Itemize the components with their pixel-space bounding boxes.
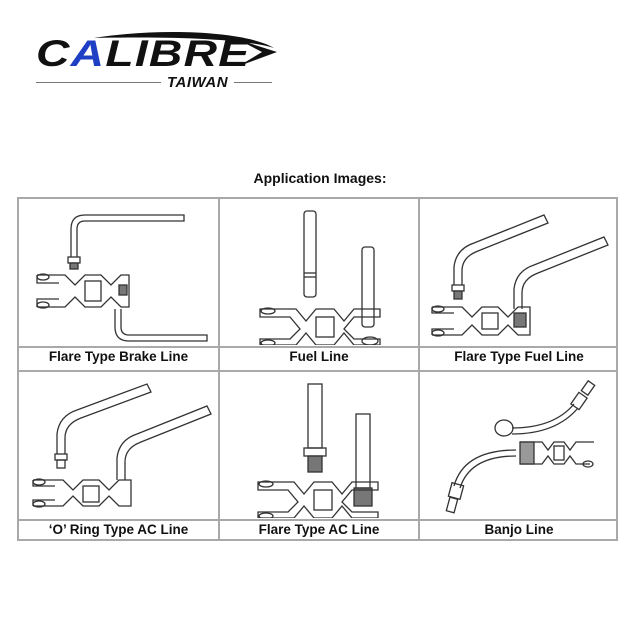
logo-rule-left	[36, 82, 161, 83]
logo-letter-a: A	[70, 33, 106, 74]
application-label: Flare Type Fuel Line	[454, 349, 584, 364]
logo-letters-libre: LIBRE	[105, 33, 251, 74]
grid-divider	[19, 519, 616, 521]
application-label: Banjo Line	[484, 522, 554, 537]
application-label: Flare Type Brake Line	[48, 349, 189, 364]
grid-divider	[218, 199, 220, 539]
o-ring-ac-line-illustration-icon	[32, 383, 212, 508]
flare-ac-line-illustration-icon	[257, 383, 379, 518]
application-card: ‘O’ Ring Type AC Line	[19, 372, 218, 541]
application-label: ‘O’ Ring Type AC Line	[48, 522, 189, 537]
application-card: Flare Type AC Line	[220, 372, 418, 541]
logo-letter-c: C	[36, 33, 71, 74]
flare-brake-line-illustration-icon	[36, 214, 208, 342]
fuel-line-illustration-icon	[259, 210, 381, 345]
logo-swoosh-icon	[94, 32, 277, 66]
calibre-logo: CALIBRE TAIWAN	[34, 30, 279, 91]
application-card: Flare Type Brake Line	[19, 199, 218, 370]
logo-subtitle-text: TAIWAN	[167, 74, 229, 91]
application-label: Fuel Line	[289, 349, 349, 364]
grid-divider	[19, 370, 616, 372]
flare-fuel-line-illustration-icon	[431, 214, 609, 337]
grid-divider	[418, 199, 420, 539]
logo-rule-right	[234, 82, 272, 83]
application-card: Banjo Line	[420, 372, 618, 541]
grid-divider	[19, 346, 616, 348]
application-card: Fuel Line	[220, 199, 418, 370]
banjo-line-illustration-icon	[445, 379, 596, 514]
application-grid: Flare Type Brake Line Fuel Line Flare Ty…	[17, 197, 618, 541]
application-card: Flare Type Fuel Line	[420, 199, 618, 370]
section-title: Application Images:	[253, 170, 387, 186]
logo-wordmark: CALIBRE	[36, 35, 250, 72]
logo-subtitle: TAIWAN	[34, 74, 279, 91]
application-label: Flare Type AC Line	[258, 522, 380, 537]
